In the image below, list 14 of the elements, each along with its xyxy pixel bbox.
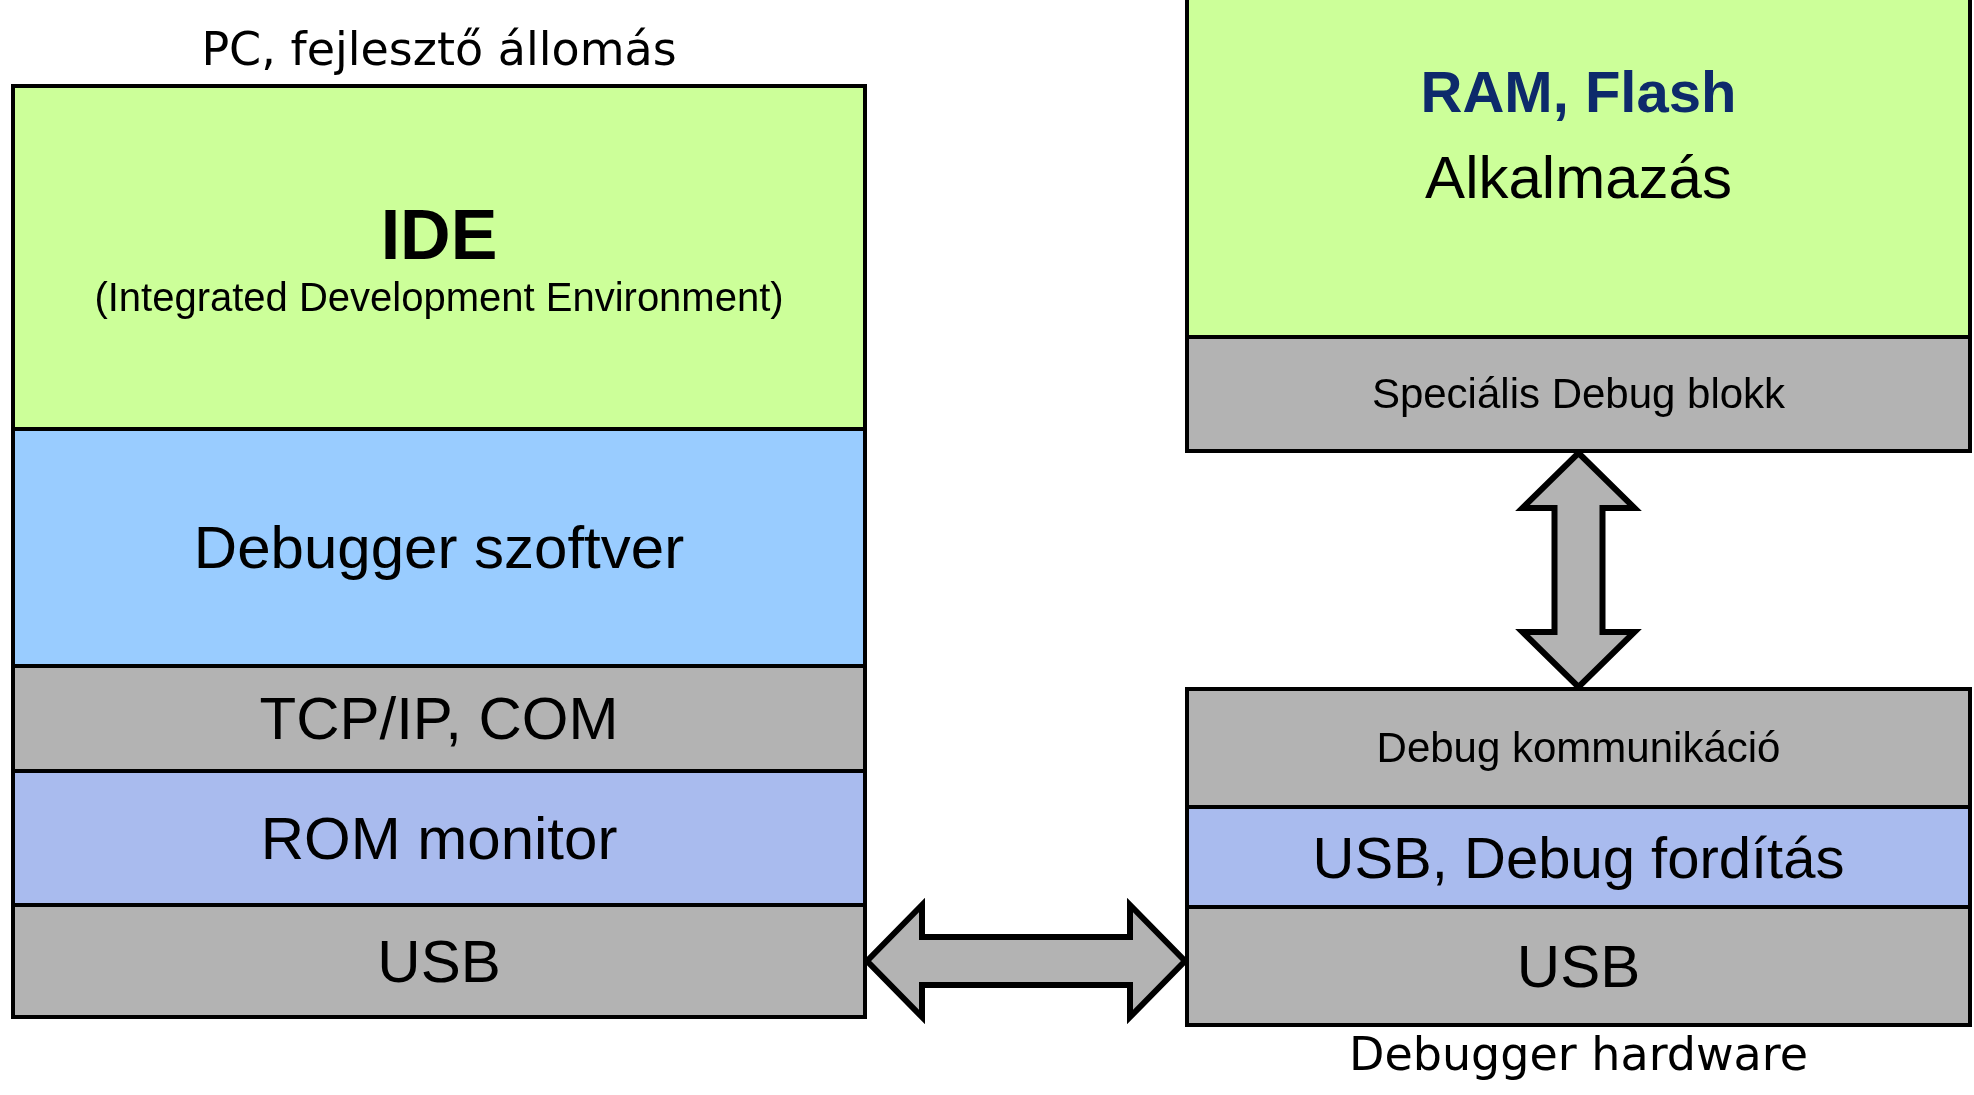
layer-label: USB bbox=[377, 926, 501, 996]
group-title: PC, fejlesztő állomás bbox=[200, 22, 678, 76]
layer-label: RAM, Flash bbox=[1420, 57, 1737, 125]
layer-label: Speciális Debug blokk bbox=[1371, 370, 1786, 418]
layer-label: Debugger szoftver bbox=[193, 513, 685, 582]
layer-label: TCP/IP, COM bbox=[259, 684, 619, 753]
layer-sublabel: Alkalmazás bbox=[1425, 142, 1732, 212]
layer-label: USB bbox=[1516, 931, 1641, 1001]
layer-label: IDE bbox=[380, 195, 498, 275]
layer-sublabel: (Integrated Development Environment) bbox=[94, 275, 784, 320]
layer-label: Debug kommunikáció bbox=[1376, 724, 1781, 772]
group-title: Debugger hardware bbox=[1348, 1027, 1809, 1081]
layer-label: ROM monitor bbox=[260, 803, 618, 873]
layer-label: USB, Debug fordítás bbox=[1312, 823, 1845, 891]
